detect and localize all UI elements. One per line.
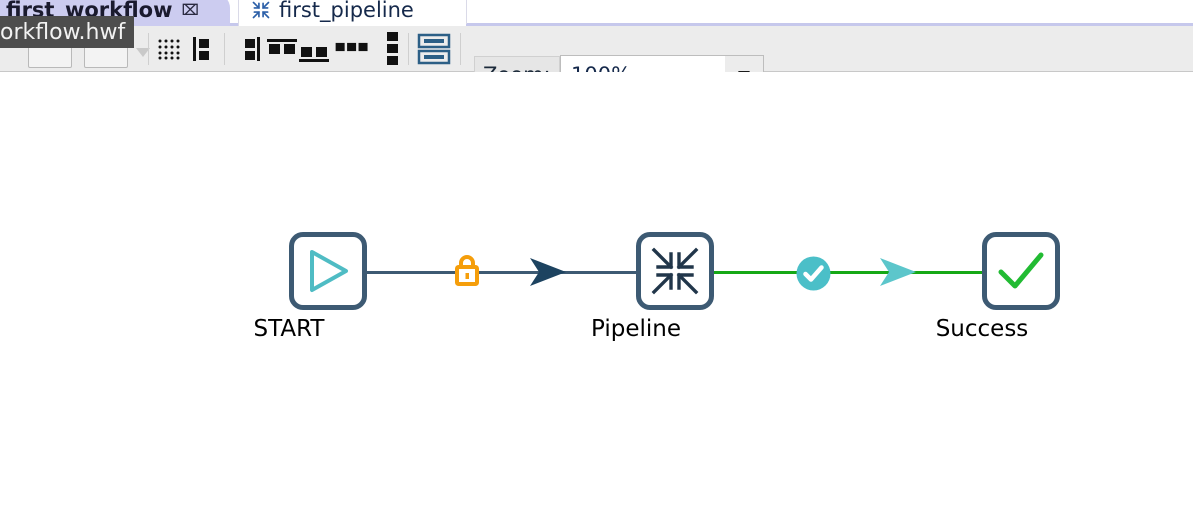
grid-dots-icon (158, 39, 180, 60)
align-bottom-button[interactable] (296, 40, 332, 76)
node-success-label: Success (935, 316, 1029, 342)
hop-arrowhead-dark-icon (530, 258, 566, 286)
tab-first-workflow-label: first_workflow (6, 0, 173, 22)
tab-bar-underline (0, 23, 1193, 26)
close-icon[interactable]: ⌧ (181, 0, 199, 19)
toolbar-overflow-arrow-icon[interactable] (136, 48, 150, 57)
toolbar-separator-2 (224, 33, 225, 65)
tab-first-pipeline-label: first_pipeline (279, 0, 414, 22)
distribute-vertical-icon (387, 32, 398, 65)
toolbar-separator-4 (460, 33, 461, 65)
node-success-box[interactable] (982, 232, 1060, 310)
align-bottom-icon (299, 47, 329, 62)
distribute-vertically-button[interactable] (374, 31, 410, 67)
toolbar-separator-1 (148, 33, 149, 65)
workflow-canvas[interactable]: START Pipeline (0, 72, 1193, 513)
pipeline-converge-icon (651, 247, 699, 295)
align-left-button[interactable] (186, 31, 222, 67)
snap-to-grid-button[interactable] (152, 31, 188, 67)
align-top-icon (267, 39, 297, 54)
align-top-button[interactable] (264, 26, 300, 62)
play-triangle-icon (310, 250, 348, 292)
align-right-button[interactable] (232, 31, 268, 67)
tab-divider (466, 0, 467, 24)
toolbar-ghost-button-2[interactable] (84, 44, 128, 68)
tab-first-pipeline[interactable]: first_pipeline (238, 0, 466, 26)
distribute-horizontal-icon (335, 42, 368, 52)
editor-tab-bar: first_workflow ⌧ first_pipeline (0, 0, 1193, 26)
distribute-horizontally-button[interactable] (334, 29, 370, 65)
hop-pipeline-to-success[interactable] (714, 271, 984, 274)
rows-icon (417, 33, 451, 65)
node-pipeline-box[interactable] (636, 232, 714, 310)
node-pipeline-label: Pipeline (590, 316, 682, 342)
lock-icon[interactable] (452, 250, 482, 294)
hop-arrowhead-teal-icon (880, 258, 916, 286)
check-circle-icon[interactable] (796, 256, 831, 291)
toolbar-separator-3 (408, 33, 409, 65)
hop-start-to-pipeline[interactable] (367, 271, 636, 274)
align-left-icon (193, 37, 209, 61)
workflow-toolbar: Zoom: 100% (0, 26, 1193, 95)
node-start-box[interactable] (289, 232, 367, 310)
align-right-icon (245, 37, 260, 61)
pipeline-icon (252, 1, 270, 19)
green-check-icon (998, 252, 1044, 289)
file-path-tooltip: orkflow.hwf (0, 16, 134, 48)
arrange-rows-button[interactable] (416, 31, 452, 67)
node-start-label: START (253, 316, 325, 342)
